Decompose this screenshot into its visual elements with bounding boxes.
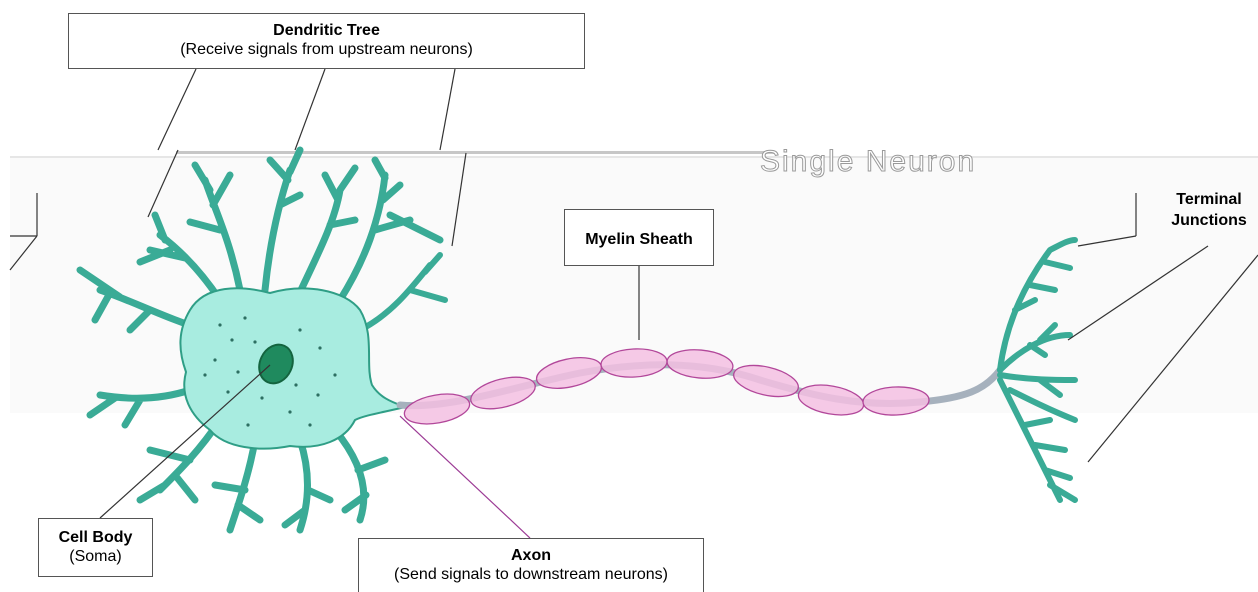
cytoplasm-dot	[230, 338, 233, 341]
myelin-sheath-label: Myelin Sheath	[564, 209, 714, 266]
cytoplasm-dot	[318, 346, 321, 349]
terminal-junctions-line1: Terminal	[1160, 189, 1258, 210]
cell-body-title: Cell Body	[39, 528, 152, 547]
axon-subtitle: (Send signals to downstream neurons)	[359, 565, 703, 585]
myelin-segment	[600, 347, 667, 378]
myelin-segment	[468, 371, 539, 414]
myelin-sheath-title: Myelin Sheath	[565, 230, 713, 249]
myelin-segment	[666, 347, 734, 381]
cell-body-label: Cell Body (Soma)	[38, 518, 153, 577]
cytoplasm-dot	[253, 340, 256, 343]
cytoplasm-dot	[226, 390, 229, 393]
myelin-segment	[731, 360, 802, 402]
axon-label: Axon (Send signals to downstream neurons…	[358, 538, 704, 592]
cytoplasm-dot	[218, 323, 221, 326]
cytoplasm-dot	[243, 316, 246, 319]
cytoplasm-dot	[236, 370, 239, 373]
cytoplasm-dot	[246, 423, 249, 426]
cytoplasm-dot	[288, 410, 291, 413]
cytoplasm-dot	[260, 396, 263, 399]
cytoplasm-dot	[213, 358, 216, 361]
cell-body-soma	[180, 288, 405, 448]
myelin-segment	[402, 389, 472, 428]
myelin-segment	[796, 380, 866, 419]
terminal-branches	[1000, 240, 1075, 500]
terminal-junctions-line2: Junctions	[1160, 210, 1258, 231]
cytoplasm-dot	[298, 328, 301, 331]
cytoplasm-dot	[308, 423, 311, 426]
cytoplasm-dot	[294, 383, 297, 386]
dendritic-tree-label: Dendritic Tree (Receive signals from ups…	[68, 13, 585, 69]
myelin-segments	[402, 347, 929, 428]
cytoplasm-dot	[316, 393, 319, 396]
cell-body-subtitle: (Soma)	[39, 547, 152, 567]
axon-title: Axon	[359, 546, 703, 565]
dendritic-tree-title: Dendritic Tree	[69, 21, 584, 40]
axon-leader-line	[400, 416, 530, 538]
cytoplasm-dot	[333, 373, 336, 376]
myelin-segment	[534, 352, 604, 393]
cytoplasm-dot	[203, 373, 206, 376]
myelin-segment	[863, 386, 930, 416]
terminal-junctions-label: Terminal Junctions	[1160, 189, 1258, 231]
dendritic-tree-subtitle: (Receive signals from upstream neurons)	[69, 40, 584, 60]
